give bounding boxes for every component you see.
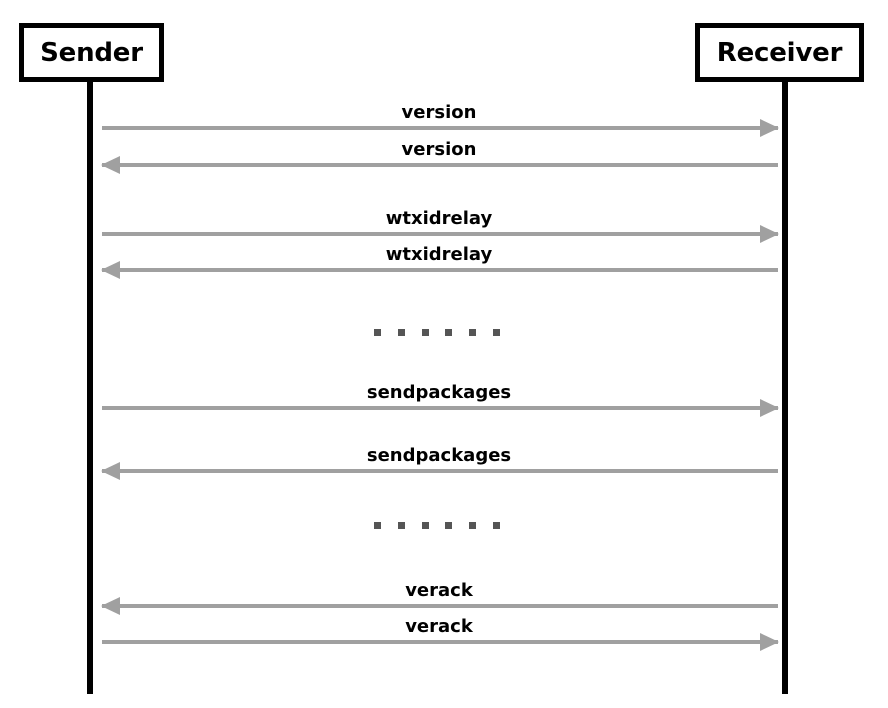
ellipsis-dot [397, 521, 405, 529]
lifeline-sender [87, 78, 93, 694]
message-line [102, 232, 778, 236]
ellipsis-dot [469, 521, 477, 529]
message-line [102, 406, 778, 410]
message-label: wtxidrelay [385, 208, 493, 230]
message-line [102, 126, 778, 130]
message-line [102, 163, 778, 167]
ellipsis-dot [492, 521, 500, 529]
message-label: wtxidrelay [385, 244, 493, 266]
message-label: verack [405, 580, 473, 602]
ellipsis-dot [397, 328, 405, 336]
arrow-right-icon [760, 633, 779, 651]
participant-receiver-label: Receiver [716, 37, 843, 68]
ellipsis-row [374, 327, 500, 337]
message-label: version [401, 139, 477, 161]
message-line [102, 268, 778, 272]
ellipsis-dot [374, 328, 381, 336]
message-line [102, 469, 778, 473]
arrow-left-icon [101, 462, 120, 480]
ellipsis-dot [445, 521, 453, 529]
ellipsis-dot [421, 328, 429, 336]
arrow-right-icon [760, 119, 779, 137]
ellipsis-dot [421, 521, 429, 529]
arrow-left-icon [101, 156, 120, 174]
ellipsis-dot [469, 328, 477, 336]
ellipsis-row [374, 520, 500, 530]
arrow-left-icon [101, 597, 120, 615]
message-label: version [401, 102, 477, 124]
ellipsis-dot [374, 521, 381, 529]
message-label: sendpackages [366, 382, 512, 404]
arrow-right-icon [760, 225, 779, 243]
message-label: verack [405, 616, 473, 638]
participant-sender-label: Sender [40, 37, 143, 68]
message-line [102, 604, 778, 608]
participant-receiver[interactable]: Receiver [695, 23, 864, 82]
arrow-left-icon [101, 261, 120, 279]
ellipsis-dot [492, 328, 500, 336]
message-line [102, 640, 778, 644]
lifeline-receiver [782, 78, 788, 694]
participant-sender[interactable]: Sender [19, 23, 164, 82]
message-label: sendpackages [366, 445, 512, 467]
ellipsis-dot [445, 328, 453, 336]
arrow-right-icon [760, 399, 779, 417]
